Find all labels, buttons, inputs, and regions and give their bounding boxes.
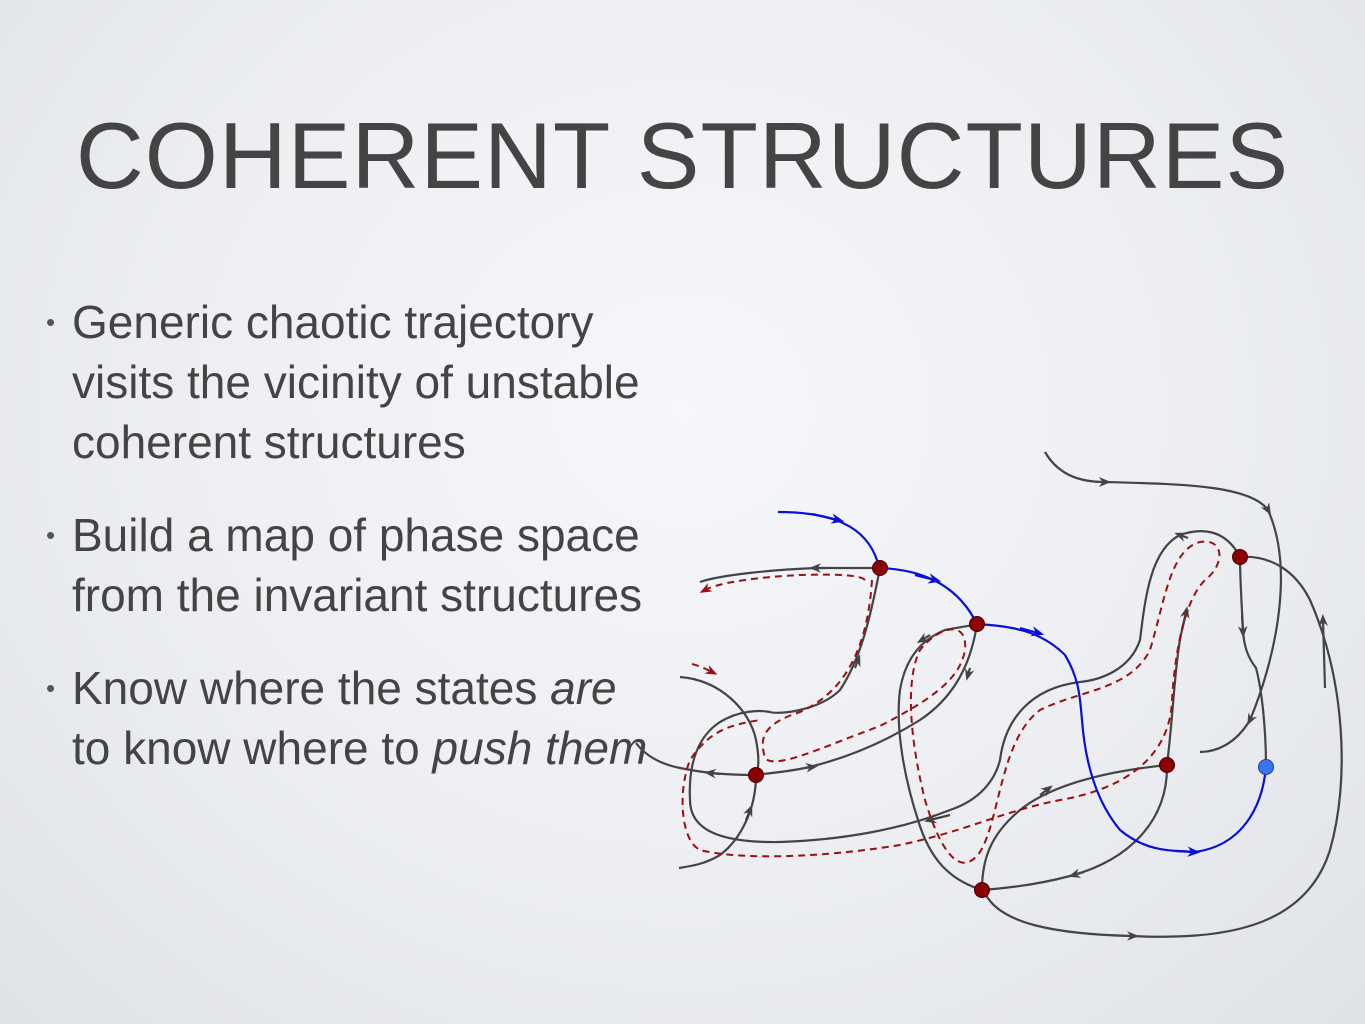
slide-title: COHERENT STRUCTURES xyxy=(75,103,1290,208)
bullet-item-2: Build a map of phase space from the inva… xyxy=(46,505,666,625)
fixed-point-2 xyxy=(969,616,985,632)
bullet-item-3: Know where the states are to know where … xyxy=(46,658,666,778)
manifold-curve xyxy=(1044,451,1111,487)
trajectory-segment xyxy=(976,622,1196,854)
manifold-curve xyxy=(1165,609,1190,766)
manifold-curve xyxy=(897,622,983,892)
trajectory-segment xyxy=(811,512,845,524)
trajectory-segment xyxy=(914,573,942,584)
manifold-curve xyxy=(1039,785,1053,797)
manifold-curve xyxy=(1318,614,1328,689)
fixed-point-5 xyxy=(1159,757,1175,773)
bullet-emphasis-are: are xyxy=(550,662,617,714)
manifold-curve xyxy=(678,774,758,870)
manifold-curve xyxy=(1237,614,1248,638)
fixed-point-4 xyxy=(748,767,764,783)
dashed-periodic-orbit xyxy=(681,540,1221,864)
manifold-curve xyxy=(743,804,753,821)
manifold-curve xyxy=(755,623,979,777)
dashed-orbit-segment xyxy=(681,540,1221,864)
bullet-item-1: Generic chaotic trajectory visits the vi… xyxy=(46,292,666,472)
trajectory-segment xyxy=(879,566,978,625)
bullet-emphasis-push: push them xyxy=(432,722,648,774)
manifold-curve xyxy=(679,675,760,776)
trajectory-segment xyxy=(1175,846,1201,857)
manifold-curve xyxy=(924,813,951,824)
trajectory-segment xyxy=(1019,626,1045,637)
manifold-curve xyxy=(688,530,1241,844)
manifold-curve xyxy=(704,768,721,779)
manifold-curve xyxy=(635,742,757,777)
fixed-points xyxy=(748,549,1274,898)
dashed-orbit-segment xyxy=(699,573,866,593)
start-point xyxy=(1258,759,1274,775)
manifold-curve xyxy=(984,555,1343,938)
bullet-text: Know where the states xyxy=(72,662,551,714)
bullet-list: Generic chaotic trajectory visits the vi… xyxy=(46,292,666,811)
trajectory-segment xyxy=(777,510,882,569)
fixed-point-1 xyxy=(872,560,888,576)
dashed-orbit-segment xyxy=(691,663,718,675)
manifold-curve xyxy=(804,763,818,773)
fixed-point-6 xyxy=(974,882,990,898)
manifold-curves xyxy=(635,451,1343,941)
manifold-curve xyxy=(916,632,931,644)
manifold-curve xyxy=(769,567,882,714)
manifold-curve xyxy=(980,763,1168,891)
bullet-text: to know where to xyxy=(72,722,433,774)
manifold-curve xyxy=(851,654,861,669)
manifold-curve xyxy=(965,667,975,681)
manifold-curve xyxy=(1068,868,1085,878)
manifold-curve xyxy=(1174,532,1189,542)
blue-trajectory xyxy=(777,510,1268,857)
trajectory-segment xyxy=(1194,766,1268,854)
manifold-curve xyxy=(1238,556,1268,768)
fixed-point-3 xyxy=(1232,549,1248,565)
